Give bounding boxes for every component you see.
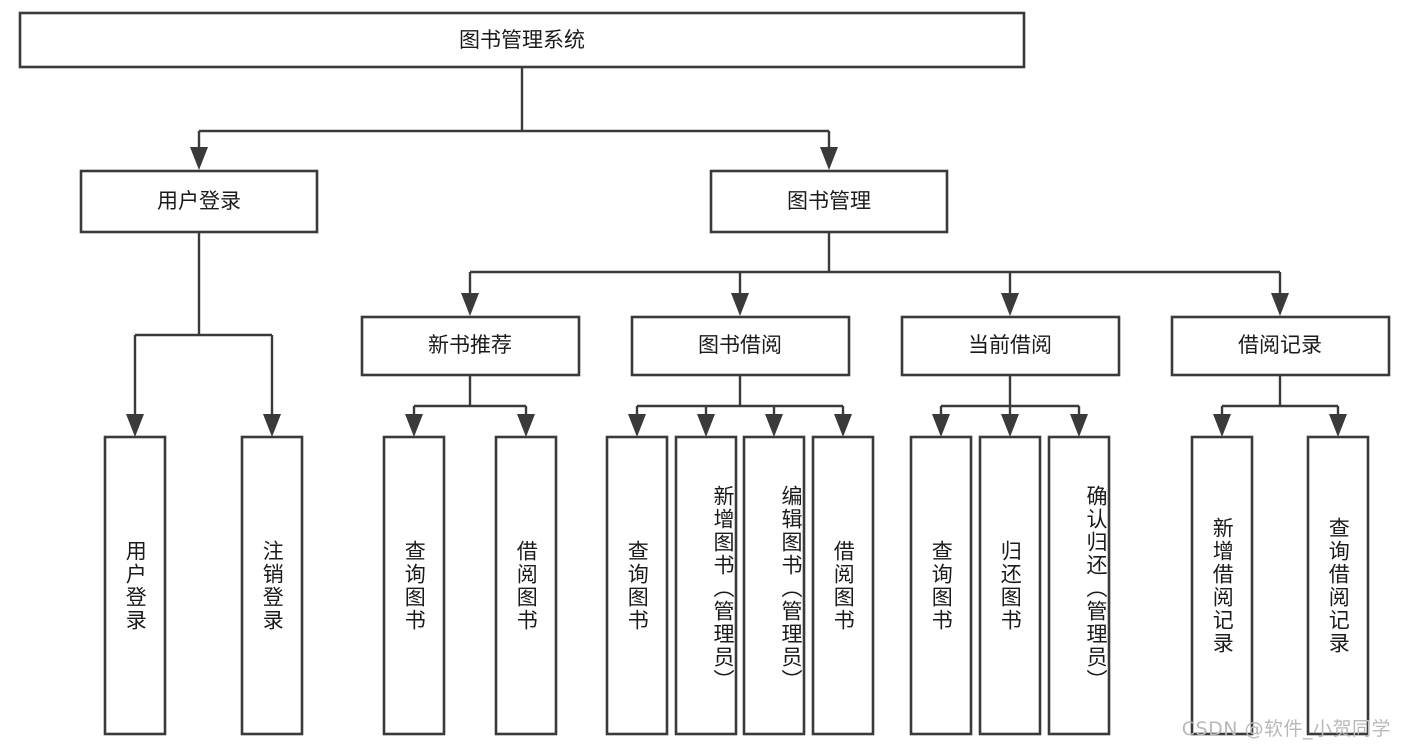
connector-new-book-recommend-to-leaves: [405, 375, 535, 437]
current-borrow-box-rect: [900, 315, 1121, 377]
leaf-edit-book-rect: [742, 435, 806, 736]
arrow-head-icon: [263, 414, 281, 437]
leaf-node-confirm-return[interactable]: [1047, 435, 1111, 736]
arrow-head-icon: [932, 414, 950, 437]
node-book-manage[interactable]: 图书管理: [709, 169, 949, 234]
new-book-recommend-box-label: 新书推荐: [428, 333, 512, 357]
arrow-head-icon: [1001, 293, 1019, 316]
arrow-head-icon: [1001, 414, 1019, 437]
arrow-head-icon: [1271, 293, 1289, 316]
arrow-head-icon: [834, 414, 852, 437]
connector-root-to-level2: [190, 67, 838, 170]
current-borrow-box-label: 当前借阅: [968, 333, 1052, 357]
connector-borrow-record-to-leaves: [1213, 375, 1347, 437]
connector-book-borrow-to-leaves: [628, 375, 852, 437]
leaf-borrow-book-2-rect: [811, 435, 875, 736]
leaf-node-user-login[interactable]: [103, 435, 167, 736]
leaf-confirm-return-rect: [1047, 435, 1111, 736]
borrow-record-box-label: 借阅记录: [1238, 333, 1322, 357]
root-box-rect: [18, 11, 1026, 69]
leaf-node-query-book-3[interactable]: [909, 435, 973, 736]
user-login-box-label: 用户登录: [157, 189, 241, 213]
arrow-head-icon: [731, 293, 749, 316]
leaf-user-login-rect: [103, 435, 167, 736]
leaf-node-query-book-1[interactable]: [382, 435, 446, 736]
user-login-box-rect: [79, 169, 319, 234]
leaf-query-book-2-rect: [605, 435, 669, 736]
book-borrow-box-label: 图书借阅: [698, 333, 782, 357]
arrow-head-icon: [126, 414, 144, 437]
arrow-head-icon: [1070, 414, 1088, 437]
leaf-query-book-1-rect: [382, 435, 446, 736]
arrow-head-icon: [765, 414, 783, 437]
node-new-book-recommend[interactable]: 新书推荐: [360, 315, 581, 377]
arrow-head-icon: [820, 147, 838, 170]
leaf-query-record-rect: [1306, 435, 1370, 736]
node-book-borrow[interactable]: 图书借阅: [630, 315, 851, 377]
arrow-head-icon: [628, 414, 646, 437]
connector-user-login-to-leaves: [126, 232, 281, 437]
leaf-node-add-record[interactable]: [1190, 435, 1254, 736]
node-current-borrow[interactable]: 当前借阅: [900, 315, 1121, 377]
arrow-head-icon: [190, 147, 208, 170]
leaf-node-edit-book[interactable]: [742, 435, 806, 736]
arrow-head-icon: [461, 293, 479, 316]
node-user-login[interactable]: 用户登录: [79, 169, 319, 234]
book-manage-box-label: 图书管理: [787, 189, 871, 213]
node-root[interactable]: 图书管理系统: [18, 11, 1026, 69]
leaf-add-record-rect: [1190, 435, 1254, 736]
leaf-return-book-rect: [978, 435, 1042, 736]
root-box-label: 图书管理系统: [459, 28, 585, 52]
node-borrow-record[interactable]: 借阅记录: [1170, 315, 1391, 377]
connector-current-borrow-to-leaves: [932, 375, 1088, 437]
leaf-logout-login-rect: [240, 435, 304, 736]
leaf-node-logout-login[interactable]: [240, 435, 304, 736]
leaf-query-book-3-rect: [909, 435, 973, 736]
arrow-head-icon: [1329, 414, 1347, 437]
arrow-head-icon: [517, 414, 535, 437]
leaf-node-query-book-2[interactable]: [605, 435, 669, 736]
leaf-node-query-record[interactable]: [1306, 435, 1370, 736]
arrow-head-icon: [405, 414, 423, 437]
arrow-head-icon: [1213, 414, 1231, 437]
leaf-add-book-rect: [674, 435, 738, 736]
leaf-node-add-book[interactable]: [674, 435, 738, 736]
arrow-head-icon: [697, 414, 715, 437]
new-book-recommend-box-rect: [360, 315, 581, 377]
leaf-node-borrow-book-1[interactable]: [494, 435, 558, 736]
leaf-borrow-book-1-rect: [494, 435, 558, 736]
leaf-node-return-book[interactable]: [978, 435, 1042, 736]
watermark-text: CSDN @软件_小贺同学: [1181, 718, 1391, 740]
connector-book-manage-to-level3: [461, 232, 1289, 316]
leaf-node-borrow-book-2[interactable]: [811, 435, 875, 736]
